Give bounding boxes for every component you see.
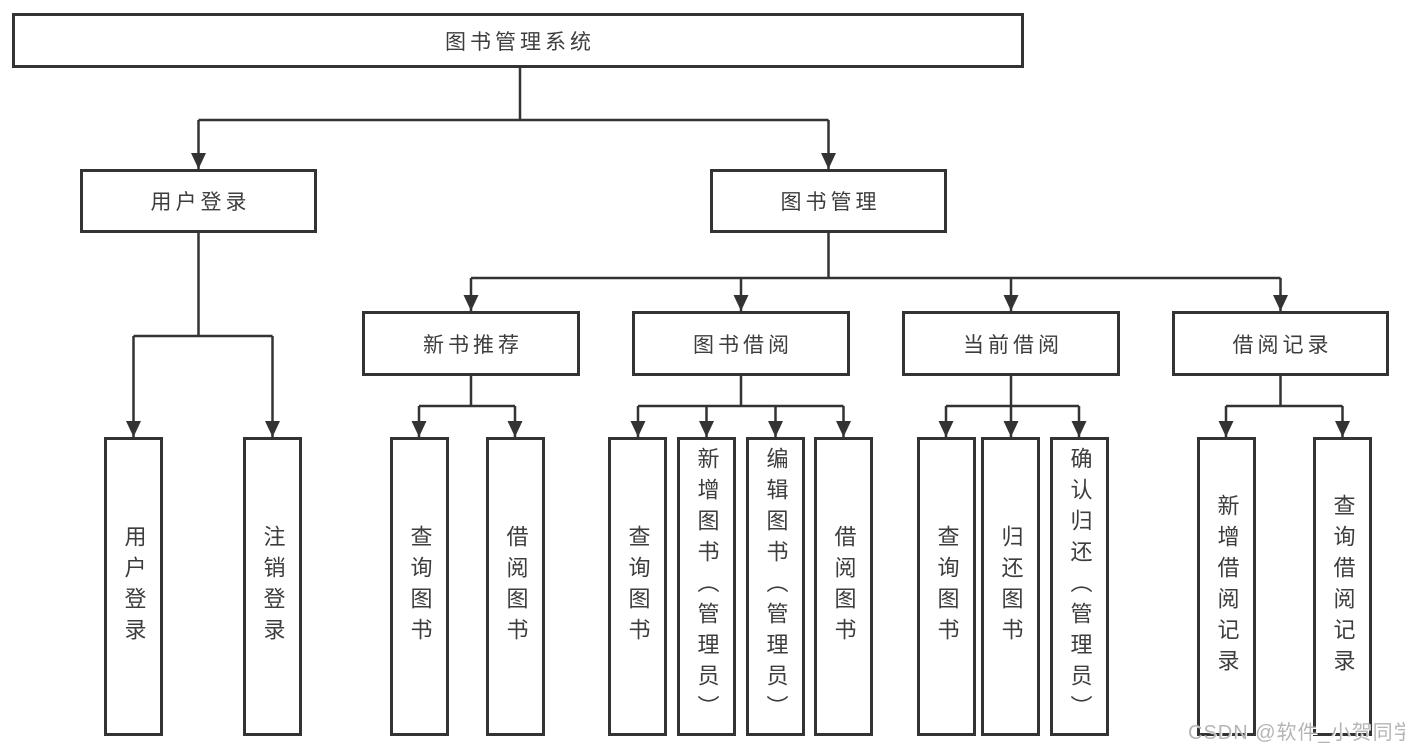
leaf-return-books: 归还图书 — [981, 437, 1040, 736]
tree-trunk-lines — [133, 68, 1343, 408]
leaf-label: 确认归还（管理员） — [1067, 447, 1093, 726]
leaf-edit-book-admin: 编辑图书（管理员） — [746, 437, 805, 736]
leaf-label: 注销登录 — [260, 524, 286, 649]
leaf-borrow-books-borrow: 借阅图书 — [814, 437, 873, 736]
node-label: 图书借阅 — [693, 333, 793, 357]
node-book-borrowing: 图书借阅 — [632, 311, 850, 376]
node-label: 用户登录 — [150, 191, 251, 214]
node-new-book-recommend: 新书推荐 — [362, 311, 580, 376]
leaf-query-borrow-record: 查询借阅记录 — [1313, 437, 1372, 736]
node-book-management: 图书管理 — [710, 169, 947, 233]
node-label: 图书管理系统 — [445, 30, 595, 54]
leaf-add-borrow-record: 新增借阅记录 — [1197, 437, 1256, 736]
leaf-label: 借阅图书 — [503, 524, 529, 649]
leaf-user-login: 用户登录 — [104, 437, 163, 736]
node-label: 当前借阅 — [963, 333, 1063, 357]
leaf-confirm-return-admin: 确认归还（管理员） — [1050, 437, 1109, 736]
node-borrowing-records: 借阅记录 — [1172, 311, 1389, 376]
leaf-borrow-books-recommend: 借阅图书 — [486, 437, 545, 736]
leaf-label: 查询图书 — [407, 524, 433, 649]
leaf-label: 编辑图书（管理员） — [763, 447, 789, 726]
leaf-query-books-current: 查询图书 — [917, 437, 976, 736]
leaf-logout: 注销登录 — [243, 437, 302, 736]
leaf-label: 新增图书（管理员） — [694, 447, 720, 726]
leaf-label: 借阅图书 — [831, 524, 857, 649]
node-label: 新书推荐 — [423, 333, 523, 357]
node-user-login: 用户登录 — [80, 169, 317, 233]
arrow-lines — [126, 120, 1350, 437]
node-current-borrowing: 当前借阅 — [902, 311, 1120, 376]
leaf-add-book-admin: 新增图书（管理员） — [677, 437, 736, 736]
leaf-label: 查询图书 — [625, 524, 651, 649]
leaf-label: 新增借阅记录 — [1214, 493, 1240, 680]
leaf-label: 归还图书 — [998, 524, 1024, 649]
leaf-label: 查询借阅记录 — [1330, 493, 1356, 680]
leaf-query-books-recommend: 查询图书 — [390, 437, 449, 736]
node-library-management-system: 图书管理系统 — [12, 13, 1024, 68]
leaf-query-books-borrow: 查询图书 — [608, 437, 667, 736]
csdn-watermark: CSDN @软件_小贺同学 — [1188, 722, 1405, 744]
leaf-label: 用户登录 — [121, 524, 147, 649]
leaf-label: 查询图书 — [934, 524, 960, 649]
node-label: 借阅记录 — [1232, 333, 1333, 357]
node-label: 图书管理 — [780, 191, 881, 214]
